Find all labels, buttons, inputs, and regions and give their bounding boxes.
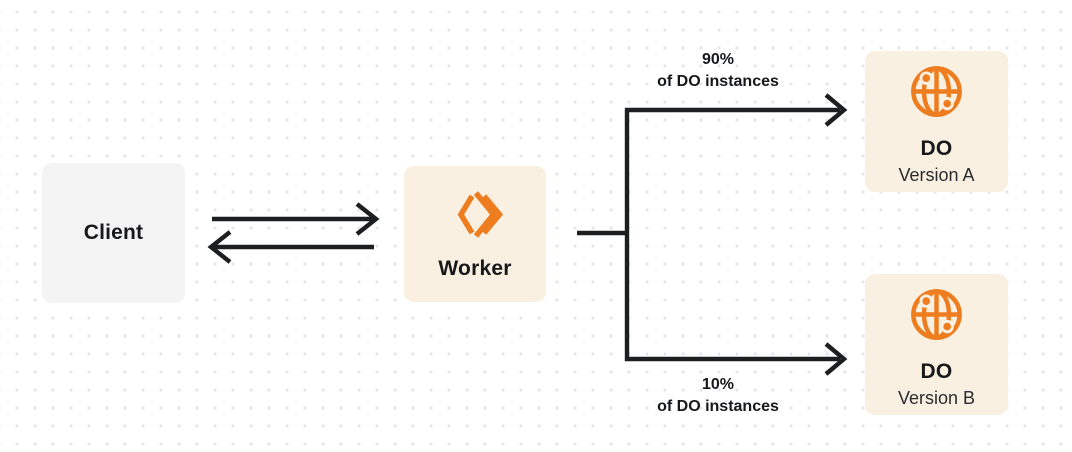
worker-node: Worker: [404, 166, 546, 302]
do-a-subtitle: Version A: [898, 165, 975, 185]
do-b-subtitle: Version B: [897, 388, 976, 408]
split-label-90-percent: 90%: [701, 51, 735, 68]
client-node: Client: [42, 163, 185, 303]
globe-icon: [911, 289, 962, 340]
globe-icon: [911, 66, 962, 117]
worker-client-response-arrow: [207, 230, 374, 264]
do-a-title: DO: [920, 137, 953, 160]
split-label-10: 10% of DO instances: [608, 374, 828, 418]
do-version-a-node: DO Version A: [865, 51, 1008, 192]
branch-arrowhead-top: [824, 93, 848, 127]
do-version-b-node: DO Version B: [865, 274, 1008, 415]
worker-label: Worker: [438, 257, 512, 280]
split-label-90: 90% of DO instances: [608, 49, 828, 93]
workers-logo-icon: [457, 191, 503, 238]
split-label-10-percent: 10%: [701, 376, 735, 393]
branch-arrowhead-bottom: [824, 342, 848, 376]
client-label: Client: [83, 221, 144, 244]
split-label-90-caption: of DO instances: [657, 73, 779, 90]
client-worker-request-arrow: [212, 202, 380, 236]
split-label-10-caption: of DO instances: [657, 398, 779, 415]
do-b-title: DO: [920, 360, 953, 383]
branch-connector: [577, 93, 848, 376]
